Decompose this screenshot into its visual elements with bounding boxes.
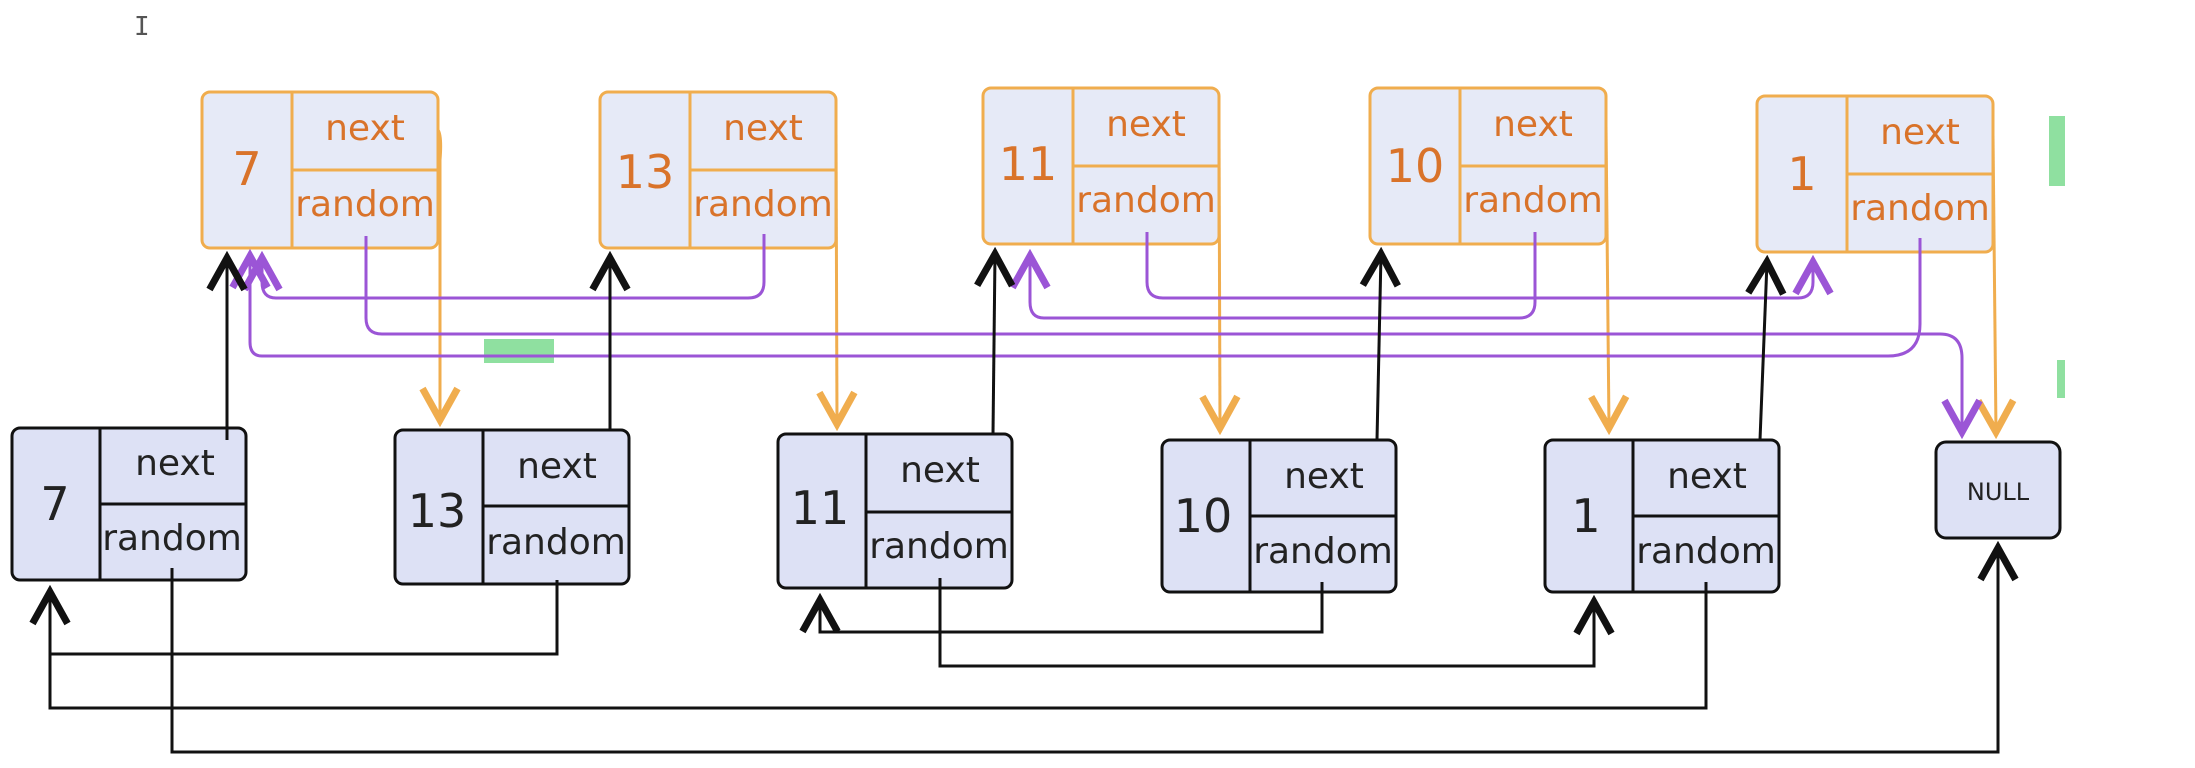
copied-node-random-label: random [1076, 180, 1216, 221]
null-node: NULL [1934, 440, 2062, 540]
original-node-random-label: random [1636, 531, 1776, 572]
original-next-arrow [1377, 254, 1381, 441]
copied-node-next-label: next [1880, 112, 1960, 153]
copied-node-value: 1 [1787, 147, 1816, 201]
original-node-value: 11 [791, 481, 850, 535]
copied-random-arrow [250, 238, 1922, 358]
copied-next-arrows [438, 124, 1996, 432]
original-node-value: 1 [1571, 489, 1600, 543]
original-random-arrow [48, 582, 1708, 710]
copied-node-random-label: random [693, 184, 833, 225]
highlight-mark [484, 339, 554, 363]
original-node-1: 7 next random [10, 426, 248, 582]
original-random-arrow [170, 548, 1998, 754]
copied-next-arrow [836, 129, 837, 424]
copied-node-random-label: random [295, 184, 435, 225]
original-node-3: 11 next random [776, 432, 1014, 590]
original-node-4: 10 next random [1160, 438, 1398, 594]
original-random-arrow [50, 580, 559, 656]
copied-node-value: 13 [616, 145, 675, 199]
original-node-next-label: next [1284, 456, 1364, 497]
original-node-2: 13 next random [393, 428, 631, 586]
copied-node-2: 13 next random [598, 90, 838, 250]
copied-node-random-label: random [1850, 188, 1990, 229]
original-node-next-label: next [135, 443, 215, 484]
copied-node-next-label: next [723, 108, 803, 149]
copied-node-value: 10 [1386, 139, 1445, 193]
original-node-random-label: random [869, 526, 1009, 567]
copied-node-5: 1 next random [1755, 94, 1995, 254]
original-node-random-label: random [1253, 531, 1393, 572]
original-random-arrow [820, 582, 1324, 634]
original-node-random-label: random [486, 522, 626, 563]
copied-node-3: 11 next random [981, 86, 1221, 246]
copied-random-arrows [250, 232, 1962, 432]
original-random-arrows [48, 548, 1998, 754]
original-next-arrow [993, 254, 995, 435]
original-node-5: 1 next random [1543, 438, 1781, 594]
copied-random-arrow [364, 236, 1962, 432]
original-node-next-label: next [517, 446, 597, 487]
copied-node-next-label: next [325, 108, 405, 149]
copied-node-4: 10 next random [1368, 86, 1608, 246]
copied-next-arrow [1993, 133, 1996, 432]
copied-node-next-label: next [1106, 104, 1186, 145]
original-node-value: 13 [408, 484, 467, 538]
original-to-copy-arrows [227, 254, 1767, 441]
original-node-next-label: next [900, 450, 980, 491]
copied-random-arrow [1030, 232, 1537, 320]
original-next-arrow [1760, 262, 1767, 441]
copied-node-next-label: next [1493, 104, 1573, 145]
highlight-mark [2057, 360, 2065, 398]
copied-node-value: 11 [999, 137, 1058, 191]
copied-random-arrow [1145, 232, 1813, 300]
original-node-random-label: random [102, 518, 242, 559]
copied-next-arrow [1606, 124, 1609, 428]
copied-node-random-label: random [1463, 180, 1603, 221]
null-node-label: NULL [1967, 478, 2030, 506]
original-node-value: 10 [1174, 489, 1233, 543]
copied-next-arrow [438, 129, 441, 420]
text-cursor-icon: I [134, 12, 150, 42]
highlight-mark [2049, 116, 2065, 186]
original-random-arrow [938, 578, 1594, 668]
original-node-value: 7 [40, 477, 69, 531]
copied-node-1: 7 next random [200, 90, 440, 250]
copied-next-arrow [1219, 124, 1220, 428]
copied-node-value: 7 [232, 142, 261, 196]
original-node-next-label: next [1667, 456, 1747, 497]
